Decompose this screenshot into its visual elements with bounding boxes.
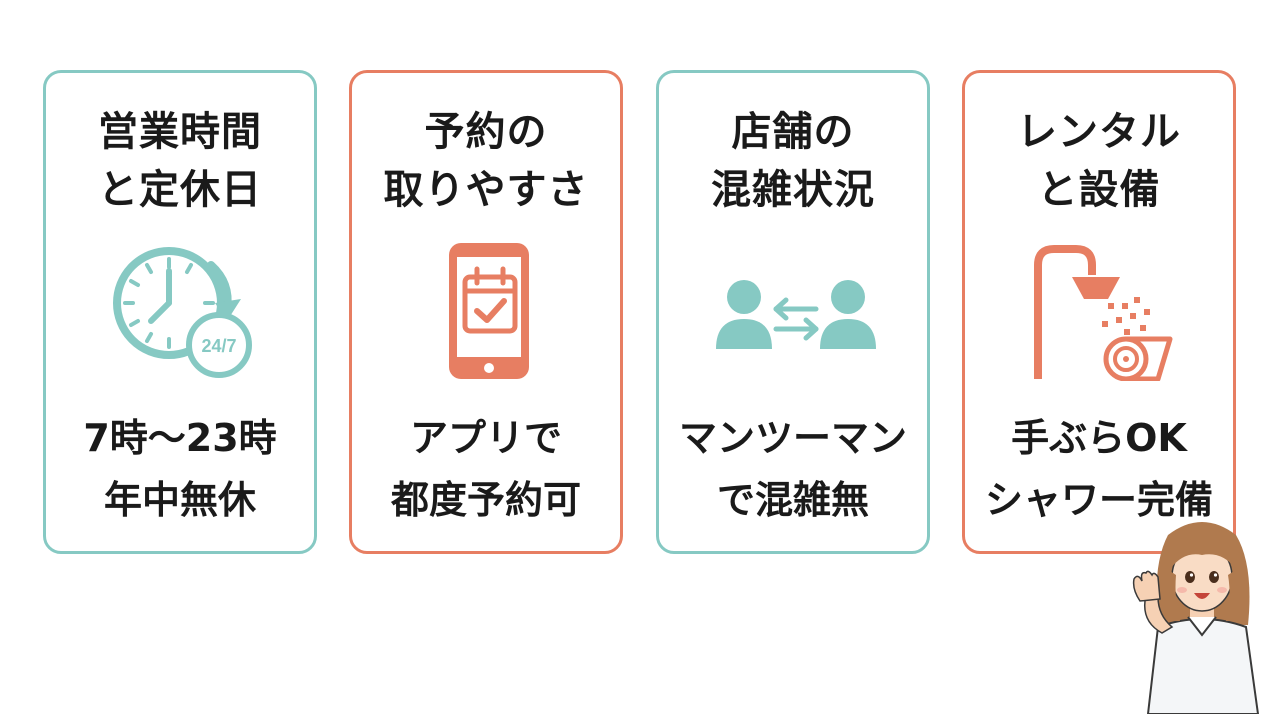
- two-people-exchange-icon: [716, 280, 876, 349]
- clock-badge-text: 24/7: [201, 336, 236, 356]
- card-caption-line-2: で混雑無: [716, 478, 869, 522]
- card-caption-line-1: マンツーマン: [678, 416, 907, 460]
- card-caption: 7時〜23時 年中無休: [46, 407, 314, 531]
- card-title-line-2: 取りやすさ: [383, 167, 589, 213]
- card-business-hours: 営業時間 と定休日 24/7 7時〜23時 年中無休: [43, 70, 317, 554]
- card-title-line-1: 予約の: [424, 109, 548, 155]
- card-title: レンタル と設備: [965, 103, 1233, 219]
- card-caption-line-2: 年中無休: [103, 478, 256, 522]
- shower-towel-icon: [1034, 245, 1173, 381]
- card-title-line-1: 店舗の: [731, 109, 855, 155]
- smartphone-calendar-check-icon: [449, 243, 529, 379]
- card-title-line-2: と設備: [1037, 167, 1161, 213]
- card-title: 営業時間 と定休日: [46, 103, 314, 219]
- card-title-line-1: 営業時間: [98, 109, 262, 155]
- card-caption-line-1: 手ぶらOK: [1011, 416, 1187, 460]
- card-crowd-status: 店舗の 混雑状況 マンツーマン で混雑無: [656, 70, 930, 554]
- card-title-line-1: レンタル: [1017, 109, 1181, 155]
- card-caption: マンツーマン で混雑無: [659, 407, 927, 531]
- card-title-line-2: 混雑状況: [711, 167, 875, 213]
- card-caption-line-1: 7時〜23時: [83, 416, 277, 460]
- clock-24-7-icon: 24/7: [113, 247, 252, 378]
- card-title: 店舗の 混雑状況: [659, 103, 927, 219]
- waving-woman-illustration: [1132, 522, 1260, 714]
- card-reservation: 予約の 取りやすさ アプリで 都度予約可: [349, 70, 623, 554]
- card-caption: 手ぶらOK シャワー完備: [965, 407, 1233, 531]
- card-caption: アプリで 都度予約可: [352, 407, 620, 531]
- card-caption-line-2: シャワー完備: [984, 478, 1213, 522]
- card-title-line-2: と定休日: [98, 167, 262, 213]
- card-rental-facilities: レンタル と設備 手ぶらOK シャワー完備: [962, 70, 1236, 554]
- card-title: 予約の 取りやすさ: [352, 103, 620, 219]
- card-caption-line-2: 都度予約可: [390, 478, 581, 522]
- card-caption-line-1: アプリで: [409, 416, 562, 460]
